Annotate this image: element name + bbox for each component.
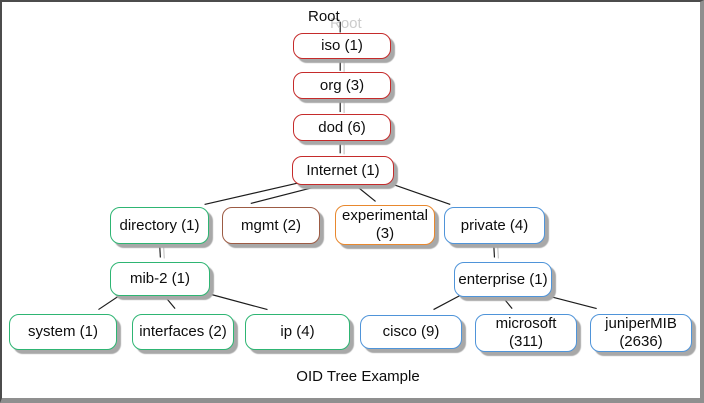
node-dod: dod (6) — [293, 114, 391, 141]
node-juniperMIB: juniperMIB (2636) — [590, 314, 692, 352]
node-private: private (4) — [444, 207, 545, 244]
node-org: org (3) — [293, 72, 391, 99]
node-enterprise: enterprise (1) — [454, 262, 552, 297]
node-directory: directory (1) — [110, 207, 209, 244]
diagram-caption: OID Tree Example — [296, 368, 420, 385]
node-internet: Internet (1) — [292, 156, 394, 185]
node-system: system (1) — [9, 314, 117, 350]
node-mib-2: mib-2 (1) — [110, 262, 210, 296]
node-ip: ip (4) — [245, 314, 350, 350]
node-microsoft: microsoft (311) — [475, 314, 577, 352]
edge-internet-mgmt — [250, 184, 324, 205]
edge-mib-2-ip — [201, 291, 268, 311]
edge-internet-experimental — [354, 184, 376, 202]
edge-internet-private — [388, 182, 451, 205]
node-mgmt: mgmt (2) — [222, 207, 320, 244]
node-iso: iso (1) — [293, 33, 391, 59]
root-label-ghost: Root — [330, 15, 362, 32]
node-experimental: experimental (3) — [335, 205, 435, 245]
root-label: Root — [308, 8, 340, 25]
edge-internet-directory — [204, 182, 300, 205]
node-interfaces: interfaces (2) — [132, 314, 234, 350]
node-cisco: cisco (9) — [360, 315, 462, 349]
